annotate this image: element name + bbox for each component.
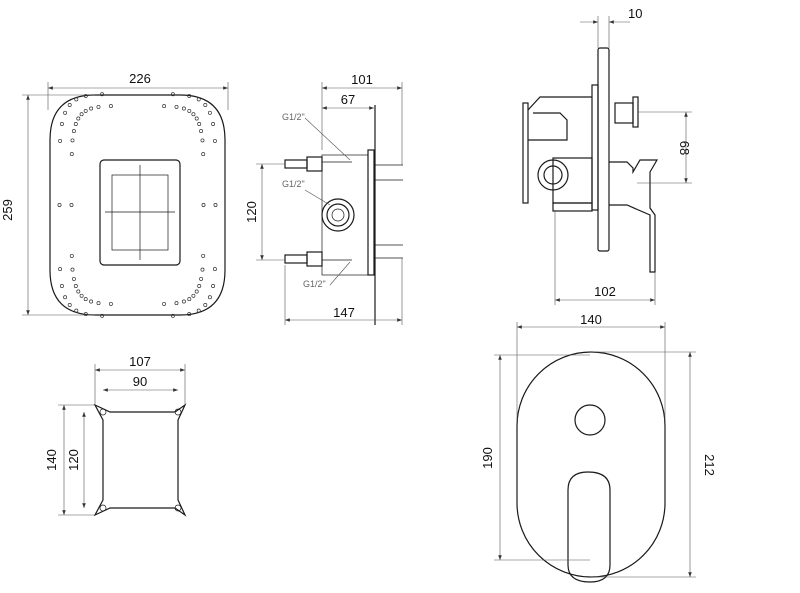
perforation-dot — [199, 129, 204, 134]
perforation-dot — [73, 122, 78, 126]
perforation-dot — [59, 284, 64, 288]
perforation-dot — [69, 152, 74, 157]
perforation-dot — [201, 203, 206, 207]
perforation-dot — [200, 138, 205, 143]
front-view: 140 212 190 — [480, 312, 717, 583]
mounting-frame: 107 90 140 120 — [44, 354, 187, 517]
dim-frame-inner-height: 120 — [66, 449, 81, 471]
dim-frame-outer-width: 107 — [129, 354, 151, 369]
plate-view: 226 259 — [0, 71, 229, 318]
perforation-dot — [79, 112, 84, 117]
perforation-dot — [181, 106, 186, 111]
side-box-view: G1/2" G1/2" G1/2" 101 67 120 147 — [244, 72, 403, 325]
perforation-dot — [174, 104, 179, 109]
perforation-dot — [67, 303, 72, 307]
perforation-dot — [194, 289, 199, 294]
perforation-dot — [162, 104, 167, 109]
dim-plate-height: 259 — [0, 199, 15, 221]
perforation-dot — [211, 122, 216, 126]
perforation-dot — [162, 301, 167, 306]
perforation-dot — [170, 313, 175, 318]
dim-front-width: 140 — [580, 312, 602, 327]
perforation-dot — [200, 267, 205, 272]
perforation-dot — [63, 295, 68, 300]
perforation-dot — [201, 253, 206, 258]
perforation-dot — [201, 152, 206, 157]
perforation-dot — [212, 267, 217, 272]
perforation-dot — [76, 116, 81, 121]
perforation-dot — [187, 312, 192, 317]
perforation-dot — [73, 284, 78, 288]
perforation-dot — [58, 138, 63, 143]
dim-depth-partial: 67 — [341, 92, 355, 107]
perforation-dot — [187, 108, 192, 113]
dim-projection: 102 — [594, 284, 616, 299]
perforation-dot — [207, 295, 212, 300]
perforation-dot — [197, 284, 202, 288]
thread-label-bottom: G1/2" — [303, 279, 326, 289]
perforation-dot — [196, 308, 201, 313]
perforation-dot — [69, 203, 74, 207]
perforation-dot — [69, 253, 74, 258]
perforation-dot — [70, 138, 75, 143]
perforation-dot — [199, 276, 204, 281]
perforation-dot — [196, 97, 201, 102]
perforation-dot — [187, 93, 192, 98]
dim-plate-width: 226 — [129, 71, 151, 86]
perforation-dot — [191, 293, 196, 298]
perforation-dot — [89, 299, 94, 304]
dim-frame-inner-width: 90 — [133, 374, 147, 389]
perforation-dot — [59, 122, 64, 126]
side-mixer-view: 10 68 102 — [522, 6, 692, 305]
dim-front-height-total: 212 — [702, 454, 717, 476]
dim-plate-thickness: 10 — [628, 6, 642, 21]
perforation-dot — [170, 92, 175, 97]
dim-depth-total: 101 — [351, 72, 373, 87]
perforation-dot — [211, 284, 216, 288]
perforation-dot — [108, 104, 113, 109]
perforation-dot — [76, 289, 81, 294]
perforation-dot — [83, 93, 88, 98]
perforation-dot — [213, 203, 218, 207]
perforation-dot — [83, 312, 88, 317]
dim-overall-length: 147 — [333, 305, 355, 320]
perforation-dot — [89, 106, 94, 111]
perforation-dot — [100, 313, 105, 318]
perforation-dot — [197, 122, 202, 126]
perforation-dot — [70, 267, 75, 272]
perforation-dot — [212, 138, 217, 143]
perforation-dot — [74, 308, 79, 313]
perforation-dot — [203, 103, 208, 107]
perforation-dot — [57, 203, 62, 207]
perforation-dot — [108, 301, 113, 306]
perforation-dot — [203, 303, 208, 307]
perforation-dot — [58, 267, 63, 272]
perforation-dot — [100, 92, 105, 97]
dim-frame-outer-height: 140 — [44, 449, 59, 471]
perforation-dot — [63, 110, 68, 115]
thread-label-middle: G1/2" — [282, 179, 305, 189]
perforation-dot — [67, 103, 72, 107]
perforation-dot — [207, 110, 212, 115]
perforation-dot — [191, 112, 196, 117]
perforation-dot — [174, 301, 179, 306]
perforation-dot — [74, 97, 79, 102]
dim-front-height-inner: 190 — [480, 447, 495, 469]
perforation-dot — [187, 297, 192, 302]
thread-label-top: G1/2" — [282, 112, 305, 122]
perforation-dot — [96, 301, 101, 306]
perforation-dot — [83, 108, 88, 113]
perforation-dot — [71, 129, 76, 134]
dim-pipe-spacing: 120 — [244, 201, 259, 223]
perforation-dot — [83, 297, 88, 302]
perforation-dot — [96, 104, 101, 109]
perforation-dot — [194, 116, 199, 121]
perforation-dot — [79, 293, 84, 298]
perforation-dot — [71, 276, 76, 281]
dim-lever-offset: 68 — [677, 141, 692, 155]
perforation-dot — [181, 299, 186, 304]
